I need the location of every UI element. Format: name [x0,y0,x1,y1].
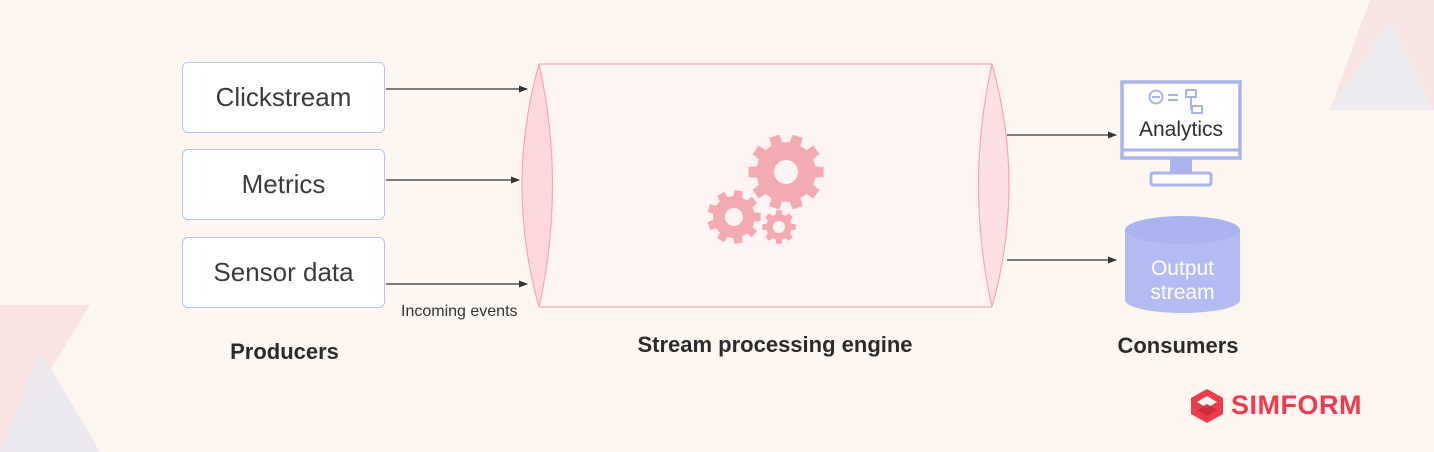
output-stream-database-icon [1125,216,1240,313]
analytics-monitor-icon [1120,80,1242,187]
producer-label: Clickstream [215,82,352,112]
stream-pipe [521,63,1010,308]
consumers-title: Consumers [1117,333,1239,358]
pipe-left-end [521,63,554,308]
incoming-events-label: Incoming events [401,303,518,320]
producers-title: Producers [230,339,339,364]
output-stream-label: Output stream [1150,257,1215,304]
analytics-label: Analytics [1138,118,1224,141]
engine-title: Stream processing engine [637,332,913,357]
pipe-right-end [977,63,1010,308]
simform-logo-icon [1191,389,1223,423]
gears-icon [707,134,824,244]
producer-sensor-data: Sensor data [182,237,385,308]
producer-clickstream: Clickstream [182,62,385,133]
producer-label: Sensor data [213,257,354,287]
brand-name: SIMFORM [1231,390,1362,420]
bg-triangle-top-right-gray [1330,20,1434,110]
gear-hole [774,160,798,184]
producer-metrics: Metrics [182,149,385,220]
bg-triangle-bottom-left-gray [0,350,100,452]
gear-hole [725,208,743,226]
producer-label: Metrics [241,169,326,199]
gear-hole [773,221,785,233]
